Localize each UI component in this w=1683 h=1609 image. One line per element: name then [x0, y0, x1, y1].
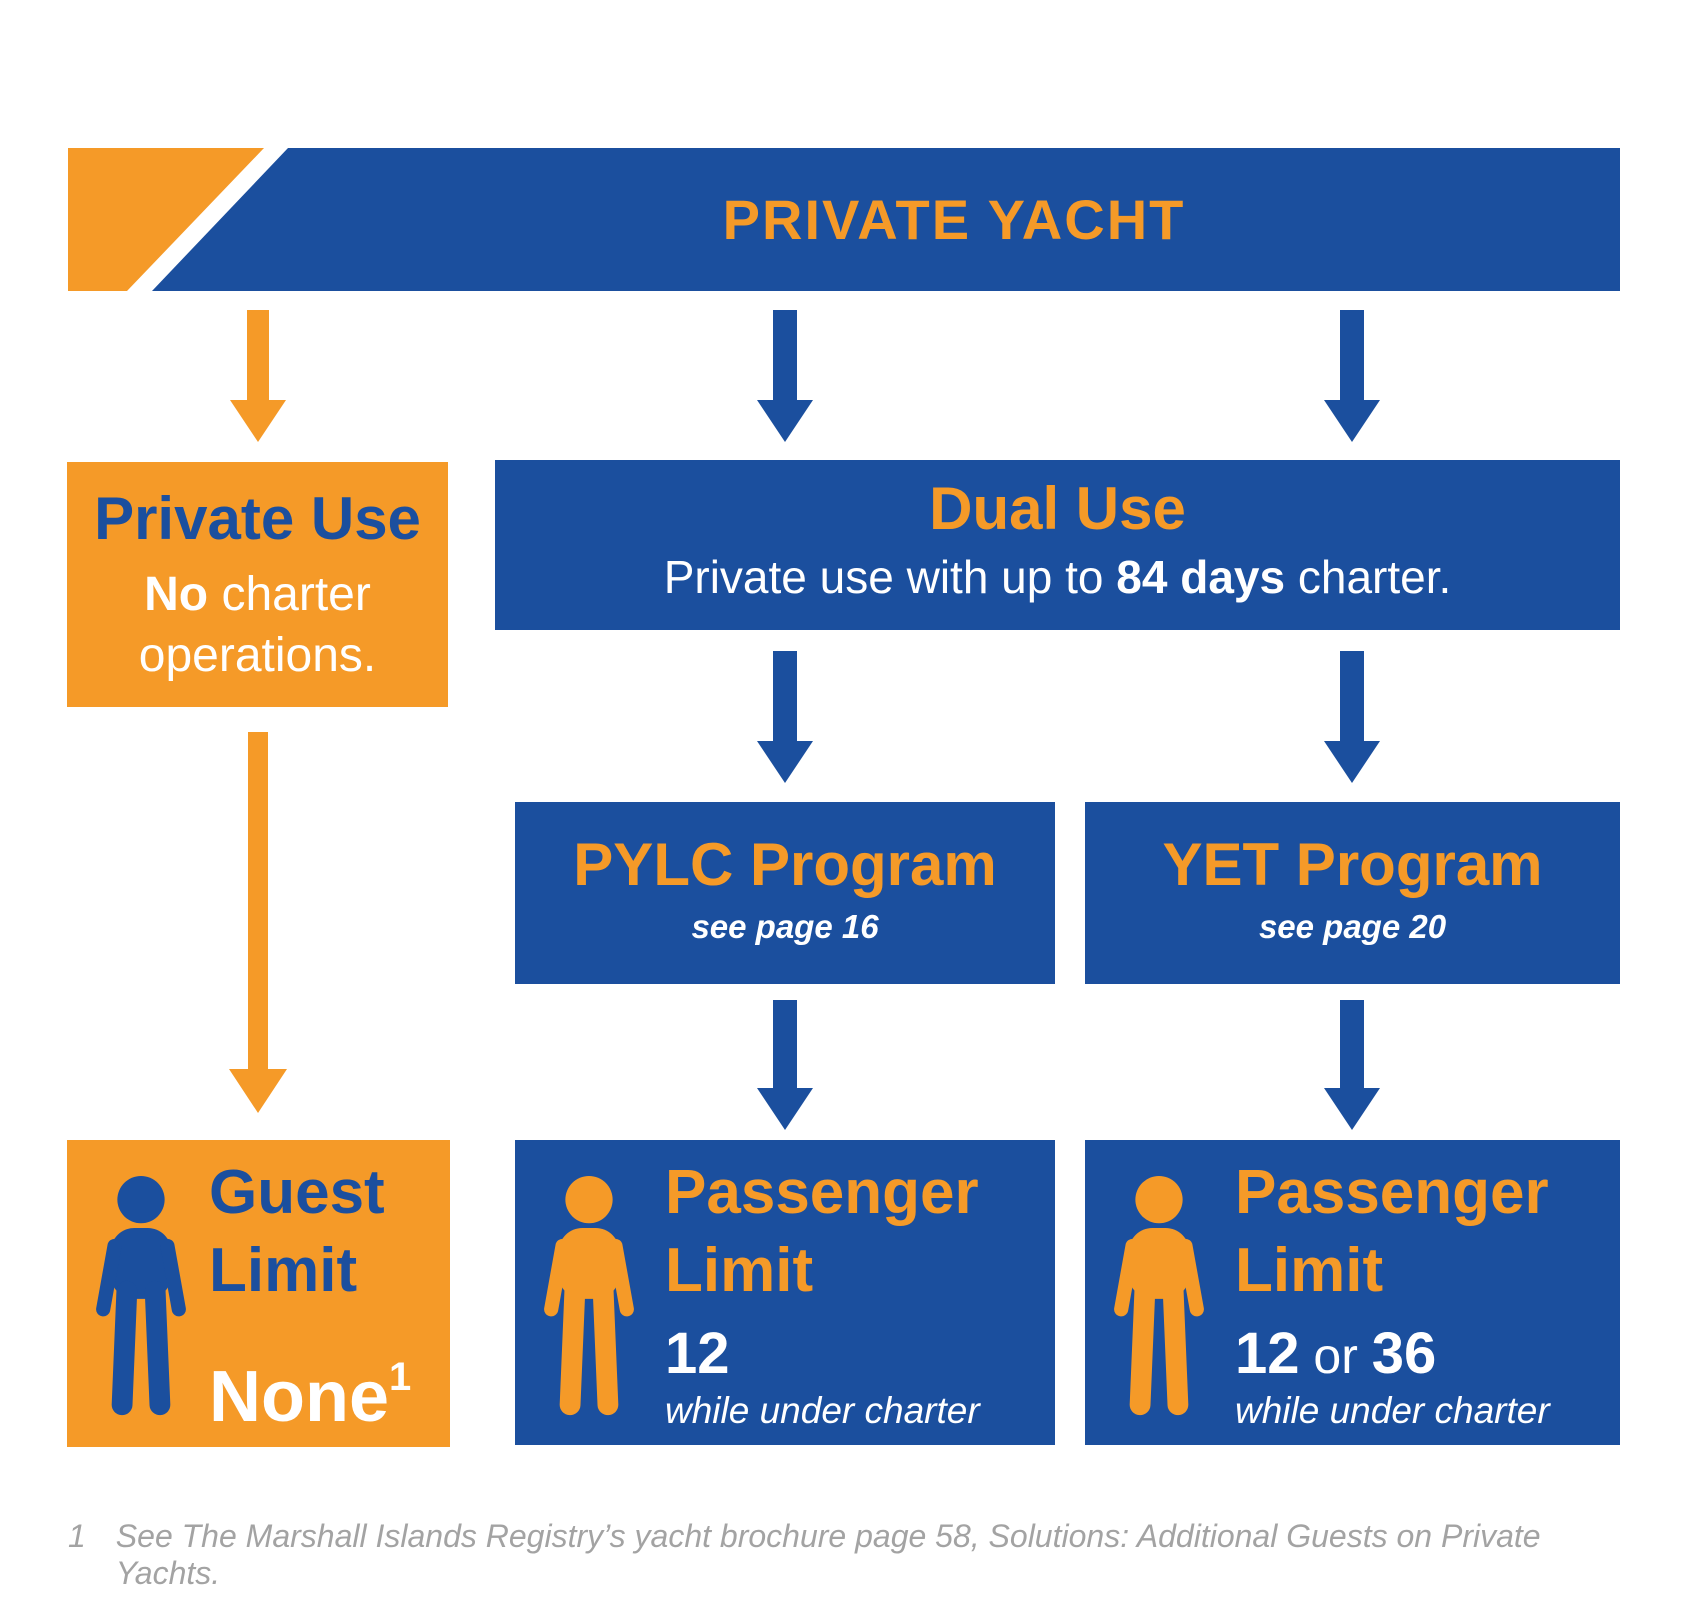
limit-title-line2: Limit	[209, 1235, 358, 1305]
limit-note: while under charter	[1235, 1389, 1550, 1431]
arrow-shaft	[1340, 1000, 1364, 1090]
node-body-bold: 84 days	[1116, 551, 1286, 603]
node-body-text: charter.	[1285, 551, 1452, 603]
node-title: YET Program	[1162, 831, 1543, 898]
node-passenger-limit-pylc: Passenger Limit 12 while under charter	[515, 1140, 1055, 1445]
node-passenger-limit-yet: Passenger Limit 12 or 36 while under cha…	[1085, 1140, 1620, 1445]
limit-title-line1: Passenger	[1235, 1158, 1549, 1227]
person-icon	[537, 1168, 641, 1426]
node-yet-program: YET Program see page 20	[1085, 802, 1620, 984]
footnote-reference: 1	[389, 1355, 412, 1399]
node-text-block: Passenger Limit 12 or 36 while under cha…	[1235, 1154, 1612, 1433]
arrow-shaft	[1340, 310, 1364, 402]
node-dual-use: Dual Use Private use with up to 84 days …	[495, 460, 1620, 630]
arrow-head-icon	[757, 400, 813, 442]
arrow-shaft	[1340, 651, 1364, 743]
limit-value-a: 12	[1235, 1321, 1300, 1386]
limit-value: None1	[209, 1357, 411, 1433]
page-title: PRIVATE YACHT	[722, 188, 1186, 251]
arrow-banner-to-private-use	[230, 310, 286, 442]
arrow-head-icon	[1324, 400, 1380, 442]
node-title: Dual Use	[929, 475, 1186, 542]
arrow-dual-to-pylc	[757, 651, 813, 783]
banner	[152, 148, 1620, 291]
limit-note: while under charter	[665, 1389, 980, 1431]
node-guest-limit: Guest Limit None1	[67, 1140, 450, 1447]
node-subtitle: see page 20	[1258, 908, 1447, 945]
arrow-banner-to-dual-left	[757, 310, 813, 442]
node-subtitle: see page 16	[691, 908, 879, 945]
node-body-text: Private use with up to	[663, 551, 1117, 603]
arrow-banner-to-dual-right	[1324, 310, 1380, 442]
arrow-pylc-to-limit	[757, 1000, 813, 1130]
arrow-head-icon	[1324, 1088, 1380, 1130]
node-text-block: Guest Limit None1	[209, 1154, 442, 1435]
banner-title-wrap: PRIVATE YACHT	[288, 148, 1620, 291]
arrow-shaft	[773, 1000, 797, 1090]
arrow-head-icon	[229, 1069, 287, 1113]
limit-value: 12	[665, 1321, 730, 1386]
node-title: PYLC Program	[573, 831, 997, 898]
arrow-shaft	[248, 732, 268, 1073]
footnote-text: See The Marshall Islands Registry’s yach…	[115, 1518, 1541, 1591]
limit-value: 12 or 36	[1235, 1321, 1436, 1388]
arrow-head-icon	[757, 741, 813, 783]
arrow-head-icon	[1324, 741, 1380, 783]
person-icon	[1107, 1168, 1211, 1426]
footnote: 1 See The Marshall Islands Registry’s ya…	[68, 1518, 1628, 1592]
node-body-text: charter operations.	[138, 568, 377, 683]
limit-value-conjunction: or	[1299, 1328, 1372, 1384]
arrow-shaft	[773, 310, 797, 402]
limit-title-line1: Guest	[209, 1158, 385, 1227]
arrow-head-icon	[757, 1088, 813, 1130]
arrow-private-use-to-guest-limit	[229, 732, 287, 1113]
limit-value-text: None	[209, 1357, 389, 1437]
arrow-head-icon	[230, 400, 286, 442]
arrow-shaft	[247, 310, 269, 402]
arrow-shaft	[773, 651, 797, 743]
arrow-dual-to-yet	[1324, 651, 1380, 783]
node-private-use: Private Use No charter operations.	[67, 462, 448, 707]
node-title: Private Use	[94, 485, 421, 552]
arrow-yet-to-limit	[1324, 1000, 1380, 1130]
limit-title-line2: Limit	[665, 1235, 814, 1305]
node-text-block: Passenger Limit 12 while under charter	[665, 1154, 1047, 1433]
limit-title-line2: Limit	[1235, 1235, 1384, 1305]
node-body: Private use with up to 84 days charter.	[495, 550, 1620, 604]
node-pylc-program: PYLC Program see page 16	[515, 802, 1055, 984]
footnote-marker: 1	[68, 1518, 86, 1554]
node-body: No charter operations.	[67, 564, 448, 687]
person-icon	[89, 1168, 193, 1426]
node-body-bold: No	[144, 568, 209, 621]
limit-title-line1: Passenger	[665, 1158, 979, 1227]
limit-value-b: 36	[1371, 1321, 1437, 1386]
